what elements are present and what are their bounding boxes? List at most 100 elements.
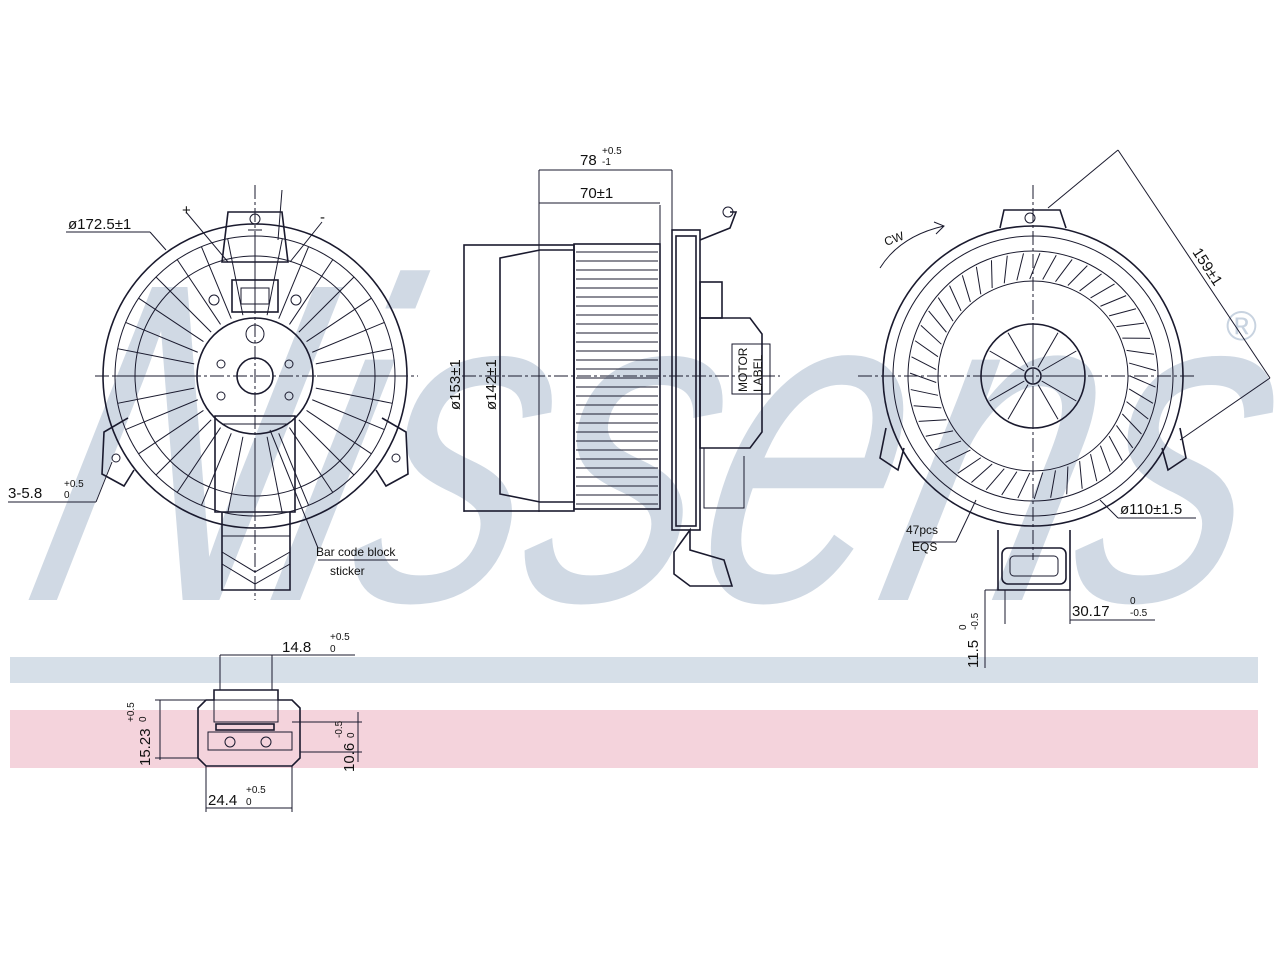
- fan-blade: [1126, 401, 1149, 420]
- connector-height-tol-top: 0: [958, 624, 969, 630]
- hub-spoke: [1007, 332, 1029, 368]
- overall-width-tol-top: +0.5: [602, 146, 622, 157]
- motor-label-line1: MOTOR: [736, 347, 750, 392]
- fan-spoke: [155, 276, 212, 333]
- plus-terminal-label: +: [182, 202, 191, 219]
- fan-spoke: [312, 399, 385, 431]
- motor-label-line2: LABEL: [751, 354, 765, 392]
- fan-spoke: [278, 433, 310, 506]
- mounting-holes-label: 3-5.8: [8, 485, 42, 502]
- connector-height-right-tol-bottom: 0: [346, 732, 357, 738]
- sticker-label-line2: sticker: [330, 564, 365, 578]
- hub-spoke: [1037, 384, 1059, 420]
- fan-blade: [918, 419, 947, 422]
- fan-spoke: [176, 259, 221, 325]
- fan-blade: [934, 440, 962, 451]
- connector-width-top-tol-top: +0.5: [330, 632, 350, 643]
- hub-spoke: [1041, 350, 1077, 372]
- fan-blade: [1016, 253, 1025, 281]
- fan-blade: [990, 260, 993, 289]
- fan-spoke: [176, 427, 221, 493]
- side-view: 78 +0.5 -1 70±1 ø153±1 ø142±1 MOTOR LABE…: [447, 146, 780, 587]
- fan-blade: [920, 325, 942, 345]
- fan-blade: [1001, 471, 1018, 496]
- connector-offset-tol-top: 0: [1130, 596, 1136, 607]
- fan-spoke: [315, 387, 393, 404]
- front-diameter-label: ø172.5±1: [68, 216, 131, 233]
- fan-blade: [957, 457, 982, 474]
- fan-spoke: [278, 246, 310, 319]
- fan-blade: [1090, 453, 1098, 482]
- fan-blade: [909, 372, 937, 383]
- fan-blade: [1121, 413, 1142, 435]
- hub-diameter-label: ø110±1.5: [1120, 501, 1182, 518]
- fan-blade: [928, 310, 947, 333]
- mounting-holes-tol-top: +0.5: [64, 479, 84, 490]
- connector-height-label: 11.5: [965, 640, 982, 668]
- fan-blade: [1116, 425, 1134, 449]
- blades-label-line2: EQS: [912, 540, 937, 554]
- fan-blade: [1100, 295, 1127, 307]
- connector-width-top-tol-bottom: 0: [330, 644, 336, 655]
- connector-offset-label: 30.17: [1072, 603, 1110, 620]
- fan-spoke: [200, 246, 232, 319]
- fan-spoke: [312, 321, 385, 353]
- connector-width-top-label: 14.8: [282, 639, 311, 656]
- fan-blade: [1055, 259, 1073, 282]
- fan-blade: [945, 449, 971, 463]
- fan-blade: [1066, 466, 1069, 495]
- fan-spoke: [200, 433, 232, 506]
- fan-blade: [1090, 283, 1115, 299]
- fan-blade: [1042, 254, 1057, 280]
- fan-blade: [971, 463, 993, 483]
- fan-blade: [1126, 349, 1155, 355]
- blades-label-line1: 47pcs: [906, 523, 938, 537]
- connector-height-right-label: 10.6: [341, 743, 358, 772]
- fan-blade: [914, 340, 939, 358]
- fan-blade: [975, 266, 982, 295]
- connector-height-left-label: 15.23: [137, 728, 154, 766]
- connector-height-right-tol-top: -0.5: [334, 720, 345, 738]
- fan-spoke: [306, 297, 372, 342]
- svg-text:Nissens: Nissens: [0, 188, 1280, 696]
- brand-band-blue: [10, 657, 1258, 683]
- wheel-width-label: 70±1: [580, 185, 613, 202]
- fan-blade: [985, 468, 1005, 491]
- fan-blade: [911, 356, 937, 370]
- connector-offset-tol-bottom: -0.5: [1130, 608, 1148, 619]
- fan-spoke: [315, 348, 393, 365]
- fan-blade: [1067, 265, 1088, 286]
- fan-spoke: [289, 259, 334, 325]
- connector-detail: 14.8 +0.5 0 15.23 +0.5 0 10.6 -0.5 0 24.…: [126, 632, 362, 812]
- fan-spoke: [155, 419, 212, 476]
- fan-blade: [1017, 472, 1031, 499]
- fan-blade: [1079, 461, 1083, 489]
- fan-spoke: [138, 410, 204, 455]
- connector-width-bottom-label: 24.4: [208, 792, 237, 809]
- fan-blade: [1033, 472, 1044, 500]
- brand-band-red: [10, 710, 1258, 768]
- fan-blade: [937, 297, 954, 322]
- mounting-holes-tol-bottom: 0: [64, 490, 70, 501]
- connector-height-left-tol-bottom: 0: [138, 716, 149, 722]
- fan-blade: [949, 285, 962, 312]
- inner-diameter-label: ø142±1: [483, 359, 500, 410]
- fan-blade: [1108, 308, 1137, 317]
- connector-width-bottom-tol-bottom: 0: [246, 797, 252, 808]
- fan-blade: [961, 275, 971, 303]
- fan-spoke: [289, 427, 334, 493]
- overall-width-tol-bottom: -1: [602, 157, 611, 168]
- outer-diameter-label: ø153±1: [447, 359, 464, 410]
- brand-watermark: Nissens: [0, 188, 1280, 696]
- hub-spoke: [989, 380, 1025, 402]
- fan-spoke: [306, 410, 372, 455]
- fan-spoke: [266, 436, 283, 514]
- fan-blade: [1116, 322, 1145, 328]
- minus-terminal-label: -: [320, 209, 325, 226]
- fan-spoke: [266, 238, 283, 316]
- fan-blade: [1099, 445, 1111, 472]
- fan-spoke: [125, 399, 198, 431]
- fan-blade: [1128, 362, 1157, 372]
- front-view: ø172.5±1 + - 3-5.8 +0.5 0 Bar code block…: [8, 185, 418, 600]
